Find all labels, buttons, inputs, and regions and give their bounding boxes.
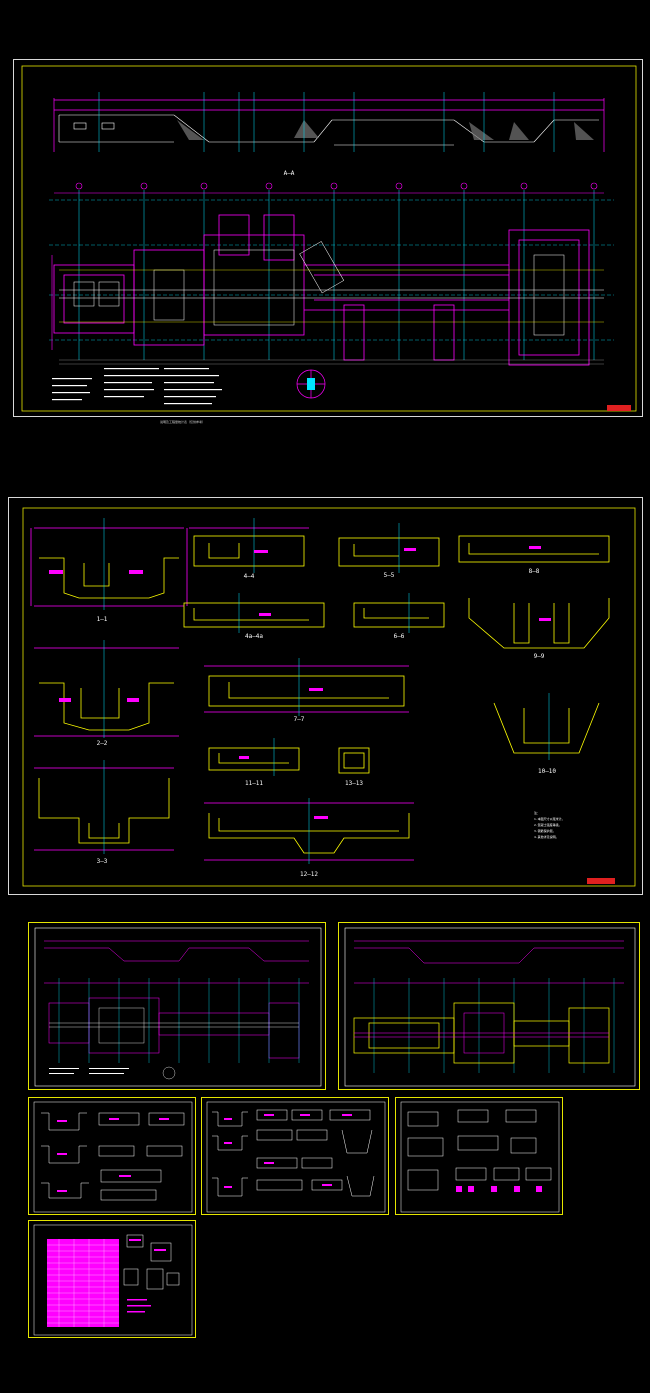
thumb-section-sheet-2 <box>201 1097 389 1215</box>
section-details-sheet: 1—1 2—2 3—3 4—4 5—5 8—8 4a—4a 6—6 9—9 7—… <box>8 497 643 895</box>
plan-sheet-caption: 说明及工程量统计表（仅供参考） <box>160 420 206 424</box>
section-label-1: 1—1 <box>96 616 108 623</box>
north-arrow-icon <box>296 369 326 399</box>
section-label-5: 5—5 <box>383 572 395 579</box>
thumb-plan-drawing-1 <box>34 927 322 1087</box>
title-block-stamp <box>587 878 615 884</box>
thumb-section-drawing-1 <box>33 1101 193 1213</box>
thumb-section-sheet-1 <box>28 1097 196 1215</box>
thumb-plan-sheet-1 <box>28 922 326 1090</box>
thumb-plan-drawing-2 <box>344 927 636 1087</box>
section-label-6: 6—6 <box>393 633 405 640</box>
thumb-table-drawing <box>33 1224 193 1336</box>
section-label-9: 9—9 <box>533 653 545 660</box>
thumb-table-sheet <box>28 1220 196 1338</box>
section-label-4: 4—4 <box>243 573 255 580</box>
thumb-section-sheet-3 <box>395 1097 563 1215</box>
section-label-4a: 4a—4a <box>244 633 264 640</box>
title-block-stamp <box>607 405 631 411</box>
section-note-line: 2.混凝土强度等级。 <box>534 823 562 827</box>
section-notes-title: 注： <box>534 811 541 815</box>
plan-elevation-sheet: A—A <box>13 59 643 417</box>
thumb-section-drawing-3 <box>400 1101 560 1213</box>
section-note-line: 1.本图尺寸以毫米计。 <box>534 817 565 821</box>
thumb-plan-sheet-2 <box>338 922 640 1090</box>
elevation-label: A—A <box>283 170 295 177</box>
section-label-7: 7—7 <box>293 716 305 723</box>
section-notes: 注： 1.本图尺寸以毫米计。 2.混凝土强度等级。 3.钢筋保护层。 4.其他详… <box>534 810 565 840</box>
section-label-8: 8—8 <box>528 568 540 575</box>
section-details-drawing <box>22 507 636 887</box>
thumb-section-drawing-2 <box>206 1101 386 1213</box>
section-label-13: 13—13 <box>344 780 364 787</box>
plan-elevation-drawing <box>21 65 637 412</box>
section-label-2: 2—2 <box>96 740 108 747</box>
section-label-11: 11—11 <box>244 780 264 787</box>
section-label-10: 10—10 <box>537 768 557 775</box>
section-label-3: 3—3 <box>96 858 108 865</box>
section-note-line: 4.其他详见说明。 <box>534 835 559 839</box>
section-note-line: 3.钢筋保护层。 <box>534 829 556 833</box>
section-label-12: 12—12 <box>299 871 319 878</box>
